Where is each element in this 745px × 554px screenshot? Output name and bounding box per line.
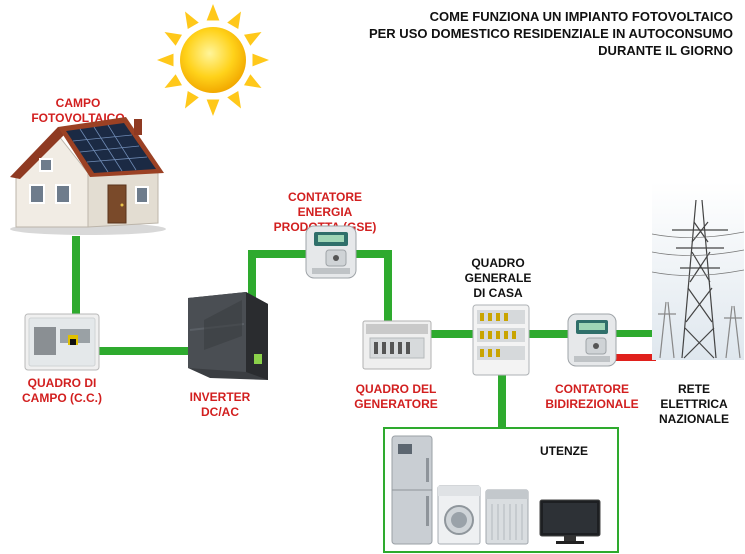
wire-down-to-generatore [384,250,392,326]
sun-ray [244,74,262,88]
sun-ray [227,11,241,29]
wire-to-contatore-gse [248,250,308,258]
quadro-di-campo-box [24,313,100,371]
house-with-solar-panels [10,117,166,235]
fridge-icon [391,435,433,545]
label-quadro-di-campo-line2: CAMPO (C.C.) [22,391,102,405]
quadro-generale-panel [472,304,530,376]
label-quadro-generale: QUADRO GENERALE DI CASA [458,256,538,301]
title-line-3: DURANTE IL GIORNO [598,43,733,58]
wire-quadro-inverter [98,347,190,355]
label-rete-elettrica-line1: RETE ELETTRICA [660,382,728,411]
label-quadro-generatore-line1: QUADRO DEL [355,382,437,396]
sun-ray [157,53,174,67]
label-quadro-generale-line2: GENERALE [464,271,532,285]
label-quadro-di-campo-line1: QUADRO DI [27,376,97,390]
contatore-bidirezionale-meter [567,313,617,367]
wire-casa-contatore-bidir [528,330,568,338]
power-pylon-icon [652,182,744,360]
sun-ray [206,99,220,116]
sun-ray [164,74,182,88]
title-line-2: PER USO DOMESTICO RESIDENZIALE IN AUTOCO… [368,26,733,41]
label-quadro-di-campo: QUADRO DI CAMPO (C.C.) [12,376,112,406]
sun-ray [185,11,199,29]
label-inverter: INVERTER DC/AC [180,390,260,420]
label-inverter-line1: INVERTER [189,390,251,404]
label-quadro-generale-line1: QUADRO [471,256,525,270]
sun-ray [244,32,262,46]
label-contatore-prodotta-line1: CONTATORE ENERGIA [288,190,362,219]
label-contatore-bidirezionale: CONTATORE BIDIREZIONALE [542,382,642,412]
label-quadro-generatore-line2: GENERATORE [354,397,438,411]
sun-ray [252,53,269,67]
quadro-generatore-box [362,320,432,370]
title-line-1: COME FUNZIONA UN IMPIANTO FOTOVOLTAICO [429,9,733,24]
wire-casa-utenze [498,375,506,427]
washing-machine-icon [437,485,481,545]
label-quadro-generatore: QUADRO DEL GENERATORE [348,382,444,412]
inverter-unit [188,292,268,380]
label-quadro-generale-line3: DI CASA [473,286,523,300]
label-utenze: UTENZE [540,444,588,458]
label-contatore-bidirezionale-line2: BIDIREZIONALE [545,397,639,411]
label-rete-elettrica: RETE ELETTRICA NAZIONALE [644,382,744,427]
diagram-title: COME FUNZIONA UN IMPIANTO FOTOVOLTAICO P… [313,8,733,59]
wire-bidir-rete-red [616,354,656,361]
wire-generatore-quadro-casa [430,330,474,338]
wire-campo-quadro [72,236,80,316]
wire-from-contatore-gse [356,250,390,258]
label-contatore-bidirezionale-line1: CONTATORE [555,382,629,396]
label-rete-elettrica-line2: NAZIONALE [659,412,729,426]
sun-ray [164,32,182,46]
television-icon [539,499,601,544]
sun-ray [227,91,241,109]
contatore-gse-meter [305,225,357,279]
wire-inverter-up [248,250,256,308]
sun-ray [206,4,220,21]
label-inverter-line2: DC/AC [201,405,239,419]
wire-bidir-rete-green [616,330,656,337]
dishwasher-icon [485,489,529,545]
sun-icon [157,4,269,116]
sun-ray [185,91,199,109]
